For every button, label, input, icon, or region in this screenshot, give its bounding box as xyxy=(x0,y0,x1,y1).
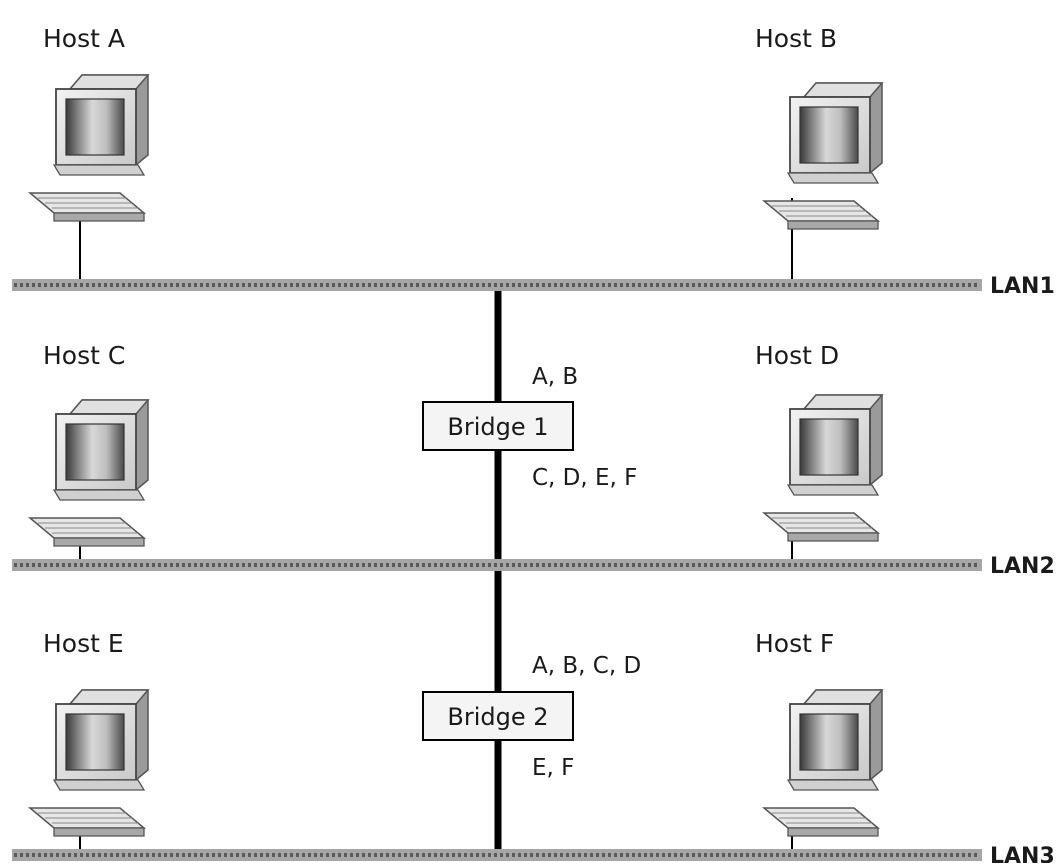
host-d-label: Host D xyxy=(755,341,839,370)
host-b-label: Host B xyxy=(755,24,837,53)
host-b-computer-icon xyxy=(763,82,883,230)
host-a: Host A xyxy=(29,24,149,222)
bridge2-box xyxy=(422,691,574,741)
host-d-computer-icon xyxy=(763,394,883,542)
lan1-segment: LAN1 xyxy=(12,274,1055,299)
host-e: Host E xyxy=(29,629,149,837)
host-e-label: Host E xyxy=(43,629,124,658)
host-a-label: Host A xyxy=(43,24,125,53)
host-b: Host B xyxy=(755,24,883,230)
host-a-computer-icon xyxy=(29,74,149,222)
bridge1-lower-table: C, D, E, F xyxy=(532,465,637,491)
lan1-label: LAN1 xyxy=(990,274,1055,299)
bridge1: Bridge 1 A, B C, D, E, F xyxy=(422,364,637,491)
host-c-label: Host C xyxy=(43,341,125,370)
bridge2-label: Bridge 2 xyxy=(447,703,548,731)
lan2-label: LAN2 xyxy=(990,554,1055,579)
bridge2-lower-table: E, F xyxy=(532,755,574,781)
bridge1-box xyxy=(422,401,574,451)
bridge2: Bridge 2 A, B, C, D E, F xyxy=(422,653,641,781)
host-d: Host D xyxy=(755,341,883,542)
lan2-segment: LAN2 xyxy=(12,554,1055,579)
lan3-label: LAN3 xyxy=(990,844,1055,863)
lan3-segment: LAN3 xyxy=(12,844,1055,867)
host-c: Host C xyxy=(29,341,149,547)
bridge1-label: Bridge 1 xyxy=(447,413,548,441)
bridge1-upper-table: A, B xyxy=(532,364,578,390)
host-e-computer-icon xyxy=(29,689,149,837)
bridge2-upper-table: A, B, C, D xyxy=(532,653,641,679)
host-f: Host F xyxy=(755,629,883,837)
host-f-label: Host F xyxy=(755,629,834,658)
host-c-computer-icon xyxy=(29,399,149,547)
host-f-computer-icon xyxy=(763,689,883,837)
